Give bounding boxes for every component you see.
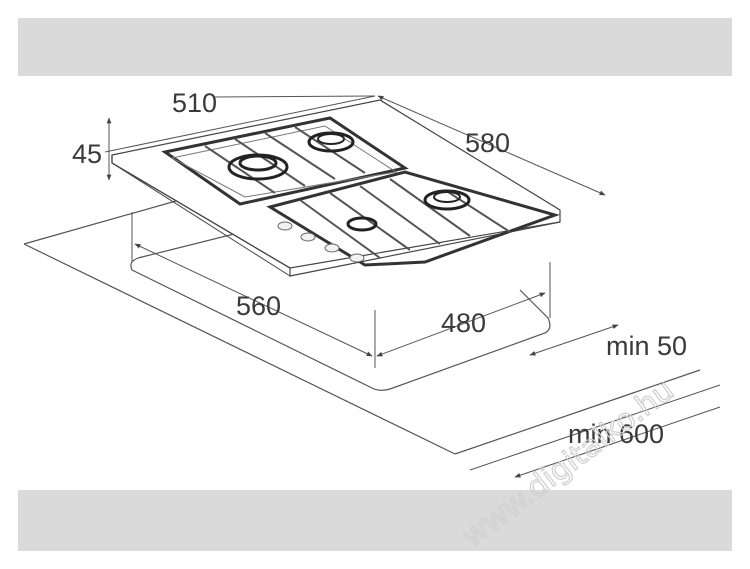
hob [111, 99, 561, 277]
dimension-height: 45 [72, 139, 102, 169]
dimension-cutout-width: 560 [236, 291, 281, 321]
dimension-min-front: min 600 [568, 419, 664, 449]
dimension-cutout-depth: 480 [441, 308, 486, 338]
top-gray-band [18, 18, 732, 76]
bottom-gray-band [18, 490, 732, 551]
dimension-depth: 580 [465, 128, 510, 158]
dimension-min-rear: min 50 [606, 331, 687, 361]
dimension-lines [104, 95, 721, 478]
dimension-width: 510 [172, 88, 217, 118]
